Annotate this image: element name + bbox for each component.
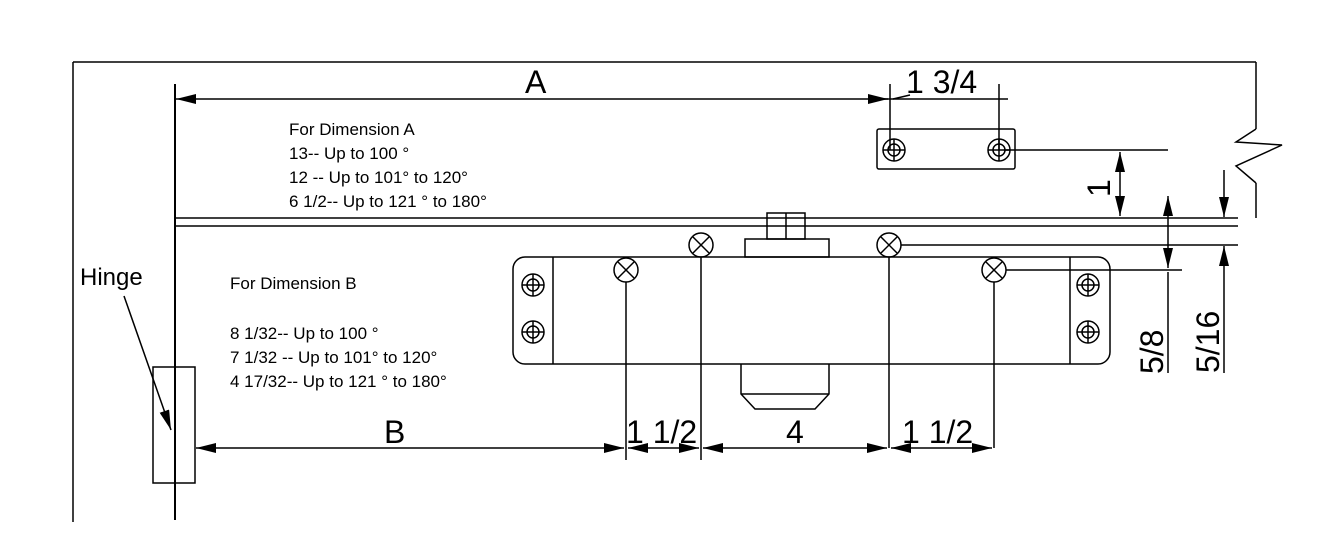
five-eighths-label: 5/8 xyxy=(1134,330,1170,374)
hinge-block xyxy=(152,366,196,484)
bracket-offset-dimension xyxy=(1005,149,1168,216)
notes-b-line: 4 17/32-- Up to 121 ° to 180° xyxy=(230,372,447,391)
body-screw-icon xyxy=(521,273,1100,344)
notes-a-title: For Dimension A xyxy=(289,120,415,139)
dimension-b-label: B xyxy=(384,414,405,450)
five-sixteenths-label: 5/16 xyxy=(1190,311,1226,373)
notes-dimension-b: For Dimension B 8 1/32-- Up to 100 ° 7 1… xyxy=(230,274,447,391)
dimension-a-label: A xyxy=(525,64,547,100)
hinge-label: Hinge xyxy=(80,264,143,291)
bracket-span-label: 1 3/4 xyxy=(906,64,977,100)
mounting-bracket xyxy=(876,128,1016,170)
notes-a-line: 13-- Up to 100 ° xyxy=(289,144,409,163)
dimension-a xyxy=(176,84,1000,150)
notes-b-line: 7 1/32 -- Up to 101° to 120° xyxy=(230,348,437,367)
hinge-leader xyxy=(123,295,172,431)
door-top-line xyxy=(175,217,1238,227)
bracket-span-dimension xyxy=(880,94,1008,100)
screw-spacing-right-label: 1 1/2 xyxy=(902,414,973,450)
closer-body xyxy=(512,256,1111,365)
notes-b-line: 8 1/32-- Up to 100 ° xyxy=(230,324,379,343)
hole-extension-lines xyxy=(625,244,1238,460)
closer-valve xyxy=(740,364,830,410)
screw-spacing-center-label: 4 xyxy=(786,414,804,450)
frame-outline xyxy=(72,61,1283,522)
notes-dimension-a: For Dimension A 13-- Up to 100 ° 12 -- U… xyxy=(289,120,487,211)
notes-a-line: 12 -- Up to 101° to 120° xyxy=(289,168,468,187)
notes-b-title: For Dimension B xyxy=(230,274,357,293)
screw-spacing-left-label: 1 1/2 xyxy=(626,414,697,450)
bracket-offset-label: 1 xyxy=(1081,179,1117,197)
notes-a-line: 6 1/2-- Up to 121 ° to 180° xyxy=(289,192,487,211)
closer-pivot xyxy=(744,212,830,258)
